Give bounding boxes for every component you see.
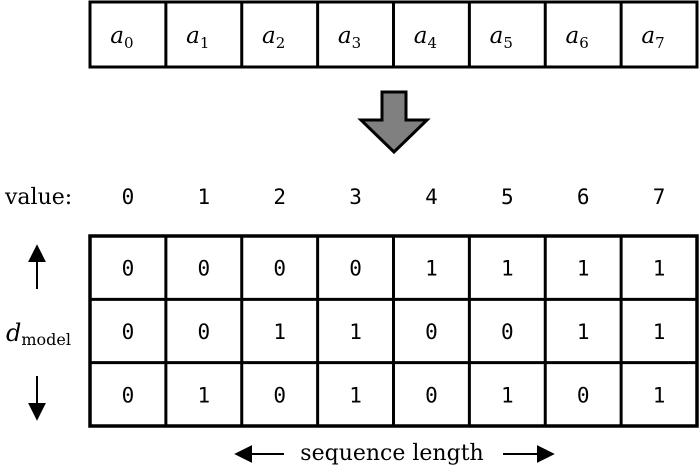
sequence-length-axis: sequence length [234,441,555,466]
value-label-cell: 5 [501,185,514,209]
matrix-cell: 1 [273,320,286,344]
matrix-cell: 1 [349,383,362,407]
value-label-cell: 7 [653,185,666,209]
value-label-cell: 4 [425,185,438,209]
matrix-cell: 0 [273,383,286,407]
value-label-cell: 3 [349,185,362,209]
token-cell: a6 [566,23,589,52]
matrix-cell: 0 [425,383,438,407]
d-model-label: dmodel [6,319,71,349]
matrix-cell: 0 [122,320,135,344]
value-label-cell: 0 [122,185,135,209]
token-cell: a2 [262,23,285,52]
matrix-cell: 1 [349,320,362,344]
token-cell: a1 [186,23,209,52]
token-cell: a4 [414,23,437,52]
matrix-cell: 0 [122,257,135,281]
value-label-cell: 6 [577,185,590,209]
matrix-cell: 1 [577,257,590,281]
matrix-cell: 0 [577,383,590,407]
token-cell: a7 [641,23,664,52]
down-arrow-icon [357,90,431,155]
value-label-cell: 2 [273,185,286,209]
matrix-cell: 1 [577,320,590,344]
matrix-cell: 1 [197,383,210,407]
matrix-cell: 0 [349,257,362,281]
matrix-cell: 0 [197,320,210,344]
matrix-cell: 0 [501,320,514,344]
matrix-cell: 1 [501,383,514,407]
matrix-cell: 1 [653,257,666,281]
matrix-cell: 1 [501,257,514,281]
sequence-length-label: sequence length [300,441,483,466]
matrix-cell: 1 [425,257,438,281]
d-model-axis: dmodel [6,244,71,421]
token-cell: a3 [338,23,361,52]
matrix-cell: 1 [653,383,666,407]
matrix-cell: 0 [122,383,135,407]
binary-encoding-matrix: 0 0 0 0 1 1 1 1 0 0 1 1 0 0 1 1 0 1 0 1 0 1 0 1 [88,234,699,428]
token-cell: a0 [110,23,133,52]
token-cell: a5 [490,23,513,52]
matrix-cell: 1 [653,320,666,344]
matrix-cell: 0 [197,257,210,281]
matrix-cell: 0 [425,320,438,344]
matrix-cell: 0 [273,257,286,281]
value-label: value: [4,185,72,210]
value-label-cell: 1 [197,185,210,209]
token-sequence-row: a0 a1 a2 a3 a4 a5 a6 a7 [88,0,699,69]
value-row: value: 0 1 2 3 4 5 6 7 [4,185,665,210]
